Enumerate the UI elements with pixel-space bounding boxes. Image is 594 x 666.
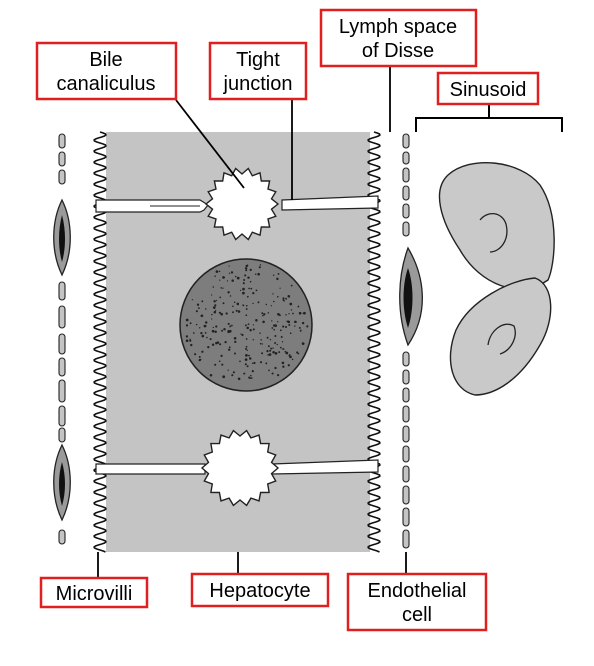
label-bile-canaliculus: Bile canaliculus (35, 41, 178, 101)
right-endothelial-lining (402, 133, 410, 549)
microvilli-text: Microvilli (56, 583, 133, 605)
tight-junction-line2: junction (223, 73, 293, 95)
lymph-space-line1: Lymph space (339, 16, 457, 38)
lymph-space-line2: of Disse (362, 40, 434, 62)
label-microvilli: Microvilli (39, 576, 149, 609)
leader-lines (97, 66, 407, 578)
sinusoid-bracket (415, 104, 563, 132)
endothelial-nucleus-left-upper (53, 198, 71, 277)
red-blood-cell-upper (438, 162, 555, 290)
hepatocyte-text: Hepatocyte (209, 580, 310, 602)
label-hepatocyte: Hepatocyte (190, 572, 330, 608)
bile-canaliculus-lower (200, 429, 280, 507)
label-endothelial-cell: Endothelial cell (346, 572, 488, 632)
red-blood-cell-lower (449, 277, 552, 396)
upper-intercellular-cleft (95, 195, 379, 213)
nucleus-chromatin (185, 264, 309, 381)
label-sinusoid: Sinusoid (436, 71, 540, 106)
sinusoid-text: Sinusoid (450, 79, 527, 101)
left-endothelial-lining (58, 133, 66, 545)
tight-junction-line1: Tight (236, 49, 280, 71)
endothelial-nucleus-left-lower (53, 443, 71, 522)
endothelial-nucleus-right (399, 246, 423, 347)
bile-canaliculus-line1: Bile (89, 49, 122, 71)
lower-intercellular-cleft (95, 459, 379, 475)
label-lymph-space: Lymph space of Disse (319, 8, 478, 68)
bile-canaliculus-upper (204, 167, 280, 241)
endothelial-cell-line1: Endothelial (368, 580, 467, 602)
endothelial-cell-line2: cell (402, 604, 432, 626)
label-tight-junction: Tight junction (208, 41, 308, 101)
microvilli-left-border (93, 131, 107, 553)
bile-canaliculus-line2: canaliculus (57, 73, 156, 95)
